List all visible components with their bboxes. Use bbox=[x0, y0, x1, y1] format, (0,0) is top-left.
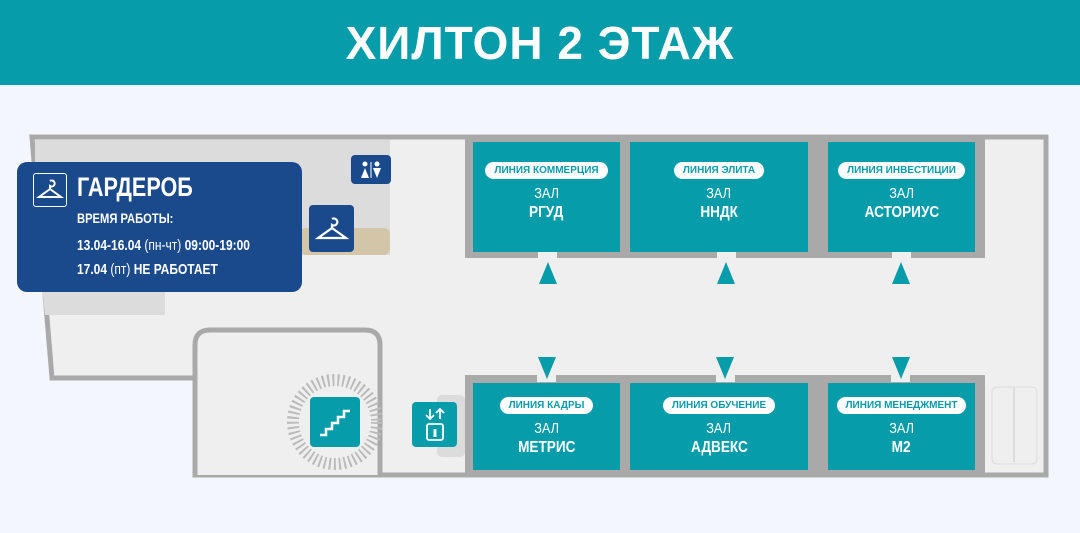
line-badge: ЛИНИЯ ИНВЕСТИЦИИ bbox=[838, 162, 965, 179]
room-name: М2 bbox=[892, 439, 911, 456]
hanger-icon[interactable] bbox=[309, 205, 354, 252]
room-name: МЕТРИС bbox=[517, 439, 576, 456]
arrow-down-icon bbox=[716, 357, 734, 379]
stairs-icon[interactable] bbox=[310, 397, 360, 447]
room-metris[interactable]: ЛИНИЯ КАДРЫ ЗАЛ МЕТРИС bbox=[473, 383, 620, 470]
room-adveks[interactable]: ЛИНИЯ ОБУЧЕНИЕ ЗАЛ АДВЕКС bbox=[630, 383, 808, 470]
arrow-down-icon bbox=[892, 357, 910, 379]
hanger-icon bbox=[33, 173, 67, 207]
dates: 13.04-16.04 bbox=[77, 237, 142, 254]
hall-label: ЗАЛ bbox=[889, 185, 914, 202]
cloakroom-card: ГАРДЕРОБ ВРЕМЯ РАБОТЫ: 13.04-16.04 (пн-ч… bbox=[17, 162, 302, 292]
page-title: ХИЛТОН 2 ЭТАЖ bbox=[345, 16, 735, 69]
header: ХИЛТОН 2 ЭТАЖ bbox=[0, 0, 1080, 85]
elevator-icon[interactable] bbox=[412, 402, 457, 447]
hall-label: ЗАЛ bbox=[706, 420, 732, 437]
dates: 17.04 bbox=[77, 261, 108, 278]
arrow-up-icon bbox=[539, 262, 557, 284]
room-nndk[interactable]: ЛИНИЯ ЭЛИТА ЗАЛ ННДК bbox=[630, 142, 808, 252]
schedule-row: 17.04 (пт) НЕ РАБОТАЕТ bbox=[77, 261, 218, 278]
room-rgud[interactable]: ЛИНИЯ КОММЕРЦИЯ ЗАЛ РГУД bbox=[473, 142, 620, 252]
hours-label: ВРЕМЯ РАБОТЫ: bbox=[77, 210, 174, 226]
line-badge: ЛИНИЯ КОММЕРЦИЯ bbox=[485, 162, 608, 179]
arrow-up-icon bbox=[892, 262, 910, 284]
line-badge: ЛИНИЯ ЭЛИТА bbox=[673, 162, 765, 179]
room-name: АДВЕКС bbox=[690, 439, 748, 456]
restroom-icon[interactable] bbox=[351, 155, 391, 184]
time: 09:00-19:00 bbox=[184, 237, 250, 254]
arrow-up-icon bbox=[717, 262, 735, 284]
time: НЕ РАБОТАЕТ bbox=[133, 261, 218, 278]
room-m2[interactable]: ЛИНИЯ МЕНЕДЖМЕНТ ЗАЛ М2 bbox=[828, 383, 975, 470]
room-astorius[interactable]: ЛИНИЯ ИНВЕСТИЦИИ ЗАЛ АСТОРИУС bbox=[828, 142, 975, 252]
schedule-row: 13.04-16.04 (пн-чт) 09:00-19:00 bbox=[77, 237, 250, 254]
hall-label: ЗАЛ bbox=[889, 420, 914, 437]
cloakroom-title: ГАРДЕРОБ bbox=[77, 172, 193, 202]
hall-label: ЗАЛ bbox=[534, 185, 559, 202]
days: (пн-чт) bbox=[144, 237, 182, 254]
line-badge: ЛИНИЯ МЕНЕДЖМЕНТ bbox=[836, 397, 967, 414]
days: (пт) bbox=[110, 261, 131, 278]
line-badge: ЛИНИЯ ОБУЧЕНИЕ bbox=[662, 397, 776, 414]
room-name: ННДК bbox=[700, 204, 738, 221]
room-name: РГУД bbox=[529, 204, 564, 221]
line-badge: ЛИНИЯ КАДРЫ bbox=[499, 397, 594, 414]
hall-label: ЗАЛ bbox=[706, 185, 732, 202]
room-name: АСТОРИУС bbox=[864, 204, 939, 221]
arrow-down-icon bbox=[538, 357, 556, 379]
hall-label: ЗАЛ bbox=[534, 420, 559, 437]
